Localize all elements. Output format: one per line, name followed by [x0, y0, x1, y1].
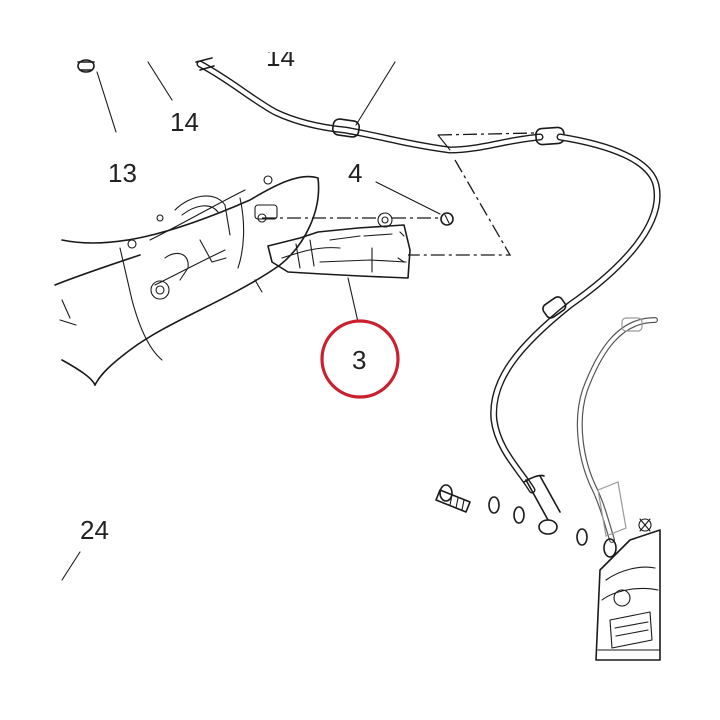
leader-4: [375, 181, 441, 215]
leader-24: [61, 551, 81, 581]
bolt-13-part: [77, 59, 173, 133]
leader-14: [147, 61, 173, 101]
brake-caliper: [595, 518, 661, 661]
banjo-bolt-assembly: [435, 484, 617, 558]
brake-hose-upper: [195, 57, 565, 154]
label-part-13: 13: [108, 158, 137, 188]
brake-hose-secondary: [576, 317, 658, 543]
leader-14-top: [355, 61, 396, 126]
brake-hose-long: [490, 133, 661, 535]
label-part-4: 4: [348, 158, 362, 188]
crop-mask: [255, 40, 305, 52]
screw-part-4: [375, 181, 454, 226]
label-part-24: 24: [80, 515, 109, 545]
bracket-part-3: [267, 212, 411, 279]
leader-3: [347, 277, 359, 323]
part-3-highlight-circle: [320, 319, 400, 399]
leader-13: [96, 71, 117, 133]
frame-body: [54, 175, 320, 386]
assembly-lines: [262, 132, 536, 256]
label-part-14: 14: [170, 107, 199, 137]
label-part-3: 3: [352, 345, 366, 375]
